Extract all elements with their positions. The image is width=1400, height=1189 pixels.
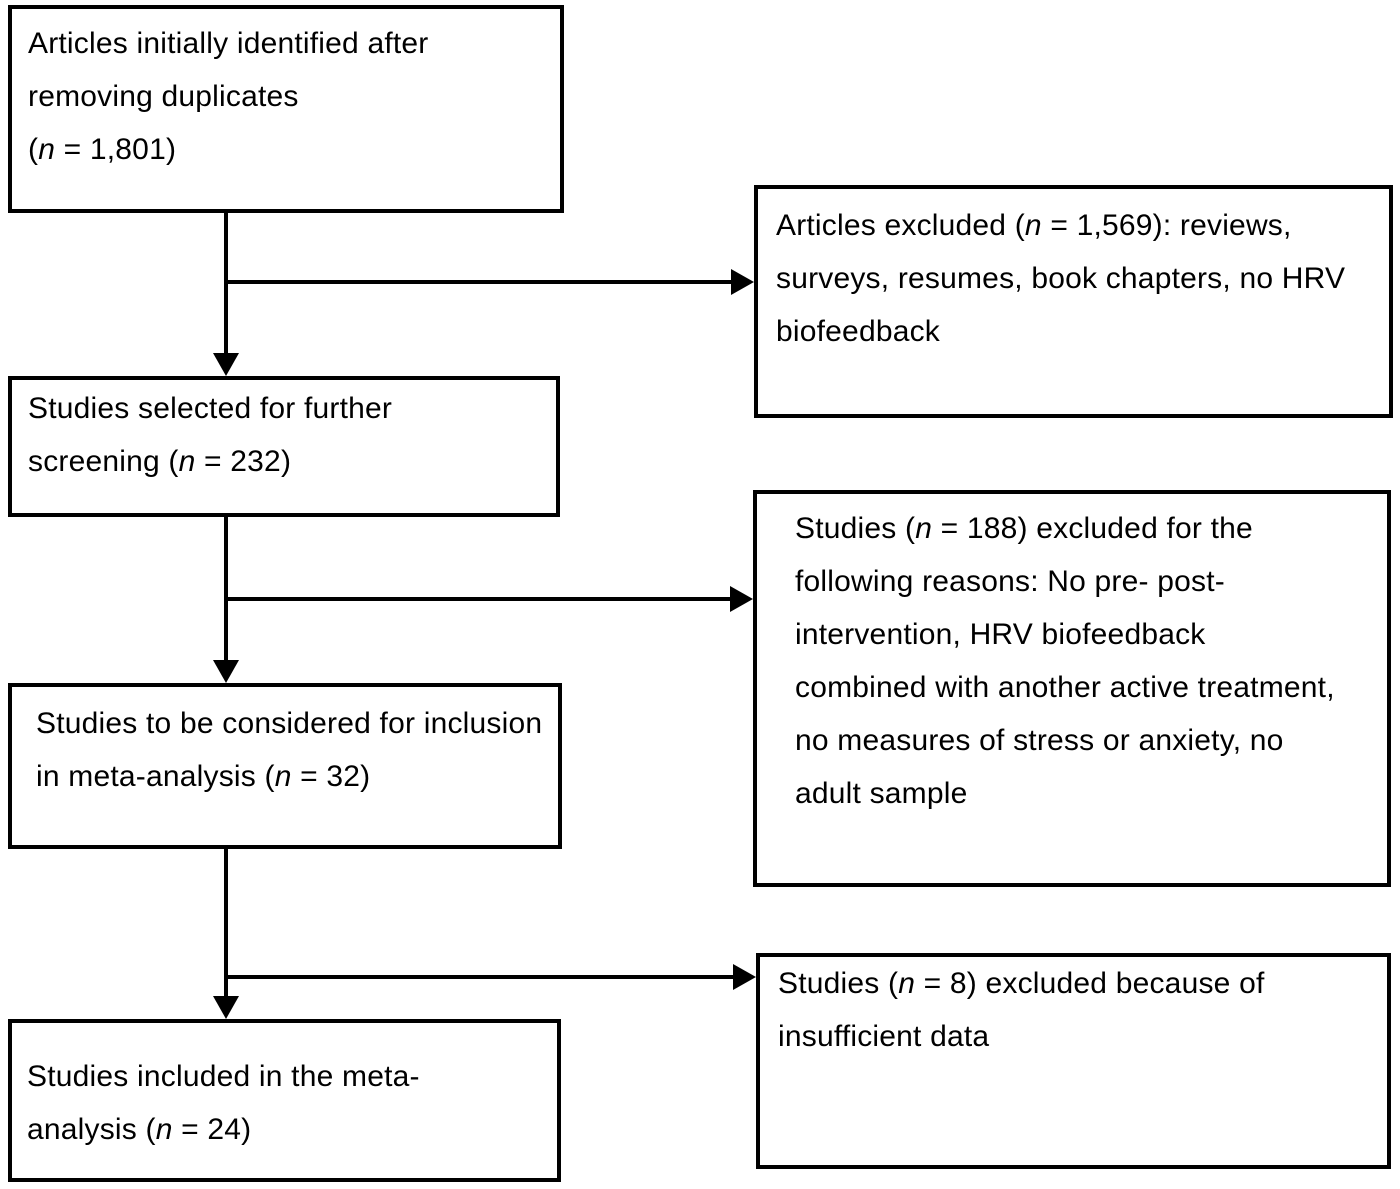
connector-branch-to-excluded-studies (224, 597, 731, 601)
flow-box-identified-text: Articles initially identified after remo… (28, 27, 429, 166)
arrowhead-right-icon (733, 964, 756, 990)
arrowhead-down-icon (213, 660, 239, 683)
arrowhead-right-icon (731, 269, 754, 295)
connector-branch-to-excluded-insufficient-data (224, 975, 734, 979)
arrowhead-down-icon (213, 996, 239, 1019)
flow-box-excluded-studies: Studies (n = 188) excluded for the follo… (753, 490, 1391, 887)
flow-box-excluded-insufficient-data-text: Studies (n = 8) excluded because of insu… (778, 967, 1265, 1053)
connector-screened-to-considered (224, 517, 228, 665)
flow-box-identified: Articles initially identified after remo… (8, 5, 564, 213)
flow-box-included-text: Studies included in the meta- analysis (… (27, 1060, 420, 1146)
connector-branch-to-excluded-articles (224, 280, 732, 284)
flow-box-excluded-articles: Articles excluded (n = 1,569): reviews, … (754, 185, 1393, 418)
connector-considered-to-included (224, 849, 228, 1001)
flow-box-considered: Studies to be considered for inclusion i… (8, 683, 562, 849)
arrowhead-down-icon (213, 353, 239, 376)
flow-box-screened-text: Studies selected for further screening (… (28, 392, 393, 478)
flow-box-included: Studies included in the meta- analysis (… (8, 1019, 561, 1182)
arrowhead-right-icon (730, 586, 753, 612)
connector-identified-to-screened (224, 212, 228, 358)
flow-box-screened: Studies selected for further screening (… (8, 376, 560, 517)
flow-box-excluded-insufficient-data: Studies (n = 8) excluded because of insu… (756, 953, 1391, 1169)
flow-box-considered-text: Studies to be considered for inclusion i… (36, 707, 543, 793)
flow-box-excluded-studies-text: Studies (n = 188) excluded for the follo… (795, 512, 1335, 810)
flow-box-excluded-articles-text: Articles excluded (n = 1,569): reviews, … (776, 209, 1346, 348)
